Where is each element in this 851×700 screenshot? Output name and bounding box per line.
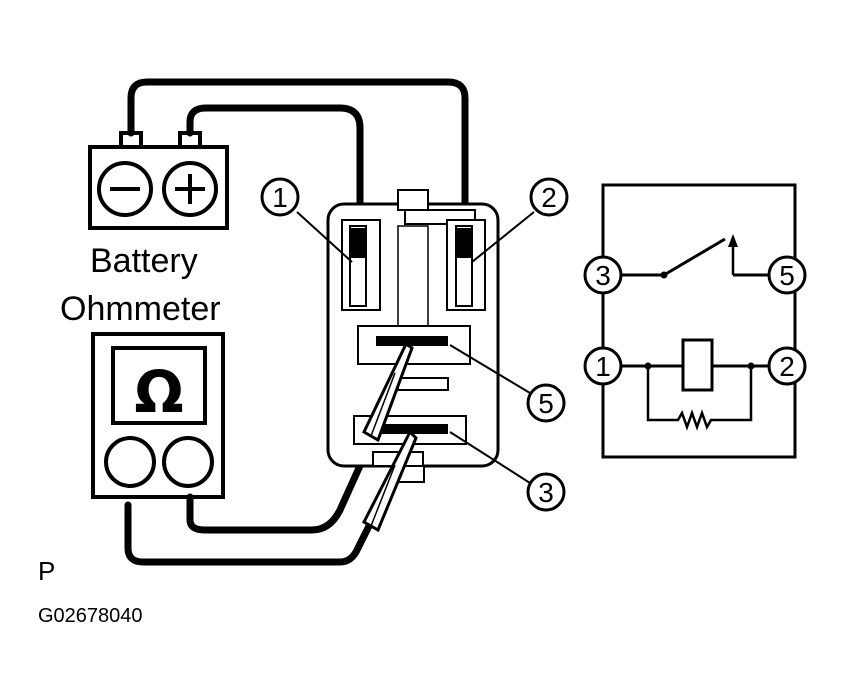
- callout-terminal-3: 3: [449, 431, 566, 512]
- corner-label: P: [38, 556, 55, 586]
- test-probe-outer: [362, 429, 418, 533]
- callout-terminal-5: 5: [449, 344, 566, 423]
- wire-battery-positive-to-terminal-1: [186, 104, 364, 234]
- wire-battery-negative-to-terminal-2: [127, 78, 469, 234]
- ohmmeter-jack-left-icon: [104, 436, 156, 488]
- terminal-1-blade: [351, 228, 365, 258]
- callout-label-1: 1: [272, 182, 288, 213]
- battery: [88, 131, 229, 230]
- ohmmeter: Ω: [91, 332, 225, 499]
- callout-terminal-2: 2: [471, 177, 569, 263]
- test-probe-inner: [362, 341, 414, 443]
- callout-label-5: 5: [538, 388, 554, 419]
- terminal-2-blade: [457, 228, 471, 258]
- terminal-3-blade: [376, 424, 448, 434]
- schematic-terminal-1: 1: [595, 351, 611, 382]
- ohmmeter-jack-right-icon: [162, 436, 214, 488]
- battery-negative-terminal-icon: [97, 161, 153, 217]
- probe-lead-outer: [124, 501, 376, 566]
- ohmmeter-label: Ohmmeter: [60, 290, 221, 328]
- schematic-terminal-3: 3: [595, 260, 611, 291]
- battery-label: Battery: [90, 242, 198, 280]
- callout-label-3: 3: [538, 477, 554, 508]
- ohm-icon: Ω: [134, 358, 183, 426]
- figure-code: G02678040: [38, 605, 143, 627]
- terminal-5-blade: [376, 336, 448, 346]
- schematic-terminal-2: 2: [779, 351, 795, 382]
- callout-label-2: 2: [541, 182, 557, 213]
- battery-positive-terminal-icon: [162, 161, 218, 217]
- schematic-terminal-5: 5: [779, 260, 795, 291]
- probe-lead-inner: [186, 444, 372, 534]
- callout-terminal-1: 1: [260, 177, 353, 263]
- relay-schematic: 3 5 1 2: [583, 183, 807, 459]
